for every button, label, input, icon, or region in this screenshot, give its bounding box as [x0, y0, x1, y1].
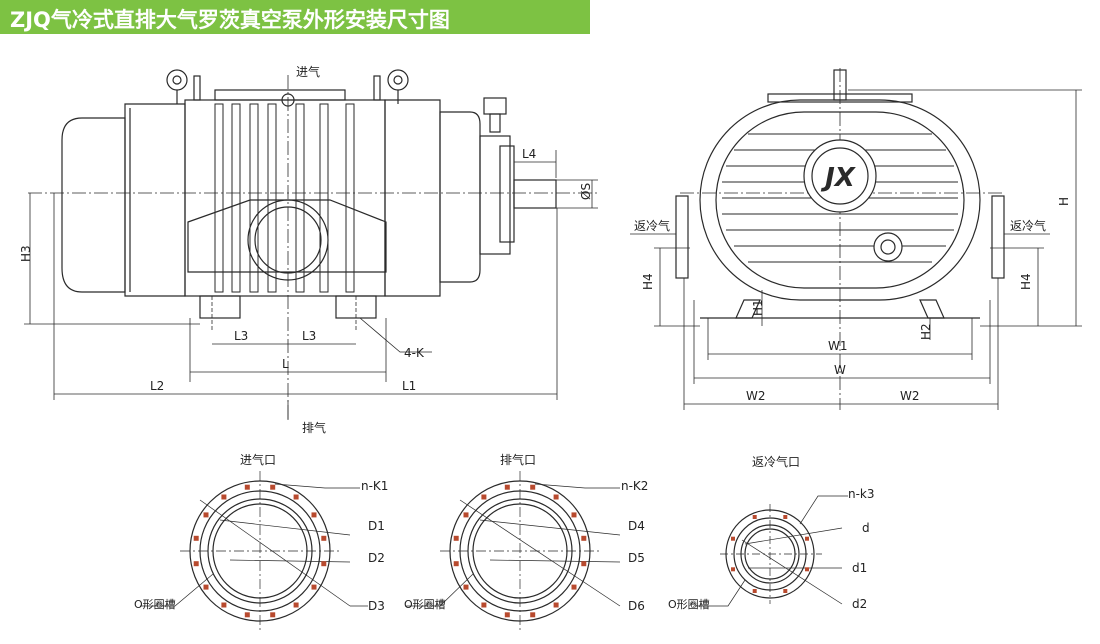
flange1-da-label: D1 — [368, 519, 385, 533]
bolt-4k-label: 4-K — [404, 346, 425, 360]
bolt-hole — [221, 602, 227, 608]
outlet-label: 排气 — [302, 420, 326, 435]
bolt-hole — [805, 536, 809, 541]
bolt-hole — [293, 602, 299, 608]
bolt-hole — [530, 484, 536, 490]
bolt-hole — [752, 515, 757, 519]
bolt-hole — [270, 484, 276, 490]
flange2-bolt-label: n-K2 — [621, 479, 648, 493]
flange1-bolt-label: n-K1 — [361, 479, 388, 493]
flange-return — [695, 495, 848, 607]
bolt-hole — [453, 561, 459, 567]
page-title: ZJQ气冷式直排大气罗茨真空泵外形安装尺寸图 — [10, 8, 450, 32]
bolt-hole — [581, 561, 587, 567]
bolt-hole — [270, 612, 276, 618]
bolt-hole — [463, 512, 469, 518]
end-view: JX — [630, 68, 1082, 410]
bolt-hole — [321, 561, 327, 567]
flange3-groove-label: O形圈槽 — [668, 598, 710, 611]
h4-right-label: H4 — [1019, 273, 1033, 290]
bolt-hole — [731, 567, 735, 572]
l3-right-label: L3 — [302, 329, 316, 343]
return-right-label: 返冷气 — [1010, 218, 1046, 233]
flange-outlet — [405, 471, 621, 631]
return-left-label: 返冷气 — [634, 218, 670, 233]
bolt-hole — [783, 589, 788, 593]
bolt-hole — [311, 584, 317, 590]
h3-label: H3 — [19, 245, 33, 262]
bolt-hole — [203, 584, 209, 590]
l1-label: L1 — [402, 379, 416, 393]
bolt-hole — [193, 535, 199, 541]
h4-left-label: H4 — [641, 273, 655, 290]
bolt-hole — [805, 567, 809, 572]
side-view — [24, 69, 600, 420]
flange3-db-label: d1 — [852, 561, 867, 575]
bolt-hole — [481, 602, 487, 608]
bolt-hole — [453, 535, 459, 541]
bolt-hole — [504, 484, 510, 490]
bolt-hole — [783, 515, 788, 519]
bolt-hole — [221, 494, 227, 500]
l4-label: L4 — [522, 147, 536, 161]
bolt-hole — [311, 512, 317, 518]
bolt-hole — [481, 494, 487, 500]
h2-label: H2 — [919, 323, 933, 340]
flange2-db-label: D5 — [628, 551, 645, 565]
flange1-groove-label: O形圈槽 — [134, 598, 176, 611]
w2-left-label: W2 — [746, 389, 766, 403]
bolt-holes — [193, 484, 809, 618]
bolt-hole — [752, 589, 757, 593]
h1-label: H1 — [751, 299, 765, 316]
h-label: H — [1057, 197, 1071, 206]
flange2-da-label: D4 — [628, 519, 645, 533]
bolt-hole — [553, 602, 559, 608]
l3-left-label: L3 — [234, 329, 248, 343]
bolt-hole — [244, 612, 250, 618]
flange-inlet — [140, 471, 368, 631]
title-bar: ZJQ气冷式直排大气罗茨真空泵外形安装尺寸图 — [0, 0, 590, 34]
l-label: L — [282, 357, 289, 371]
bolt-hole — [571, 512, 577, 518]
flange2-title: 排气口 — [500, 452, 536, 467]
flange2-groove-label: O形圈槽 — [404, 598, 446, 611]
w-label: W — [834, 363, 846, 377]
bolt-hole — [504, 612, 510, 618]
flange1-dc-label: D3 — [368, 599, 385, 613]
bolt-hole — [553, 494, 559, 500]
bolt-hole — [293, 494, 299, 500]
shaft-dia-label: ØS — [579, 183, 593, 200]
inlet-label: 进气 — [296, 64, 320, 79]
flange1-title: 进气口 — [240, 452, 276, 467]
flange2-dc-label: D6 — [628, 599, 645, 613]
w1-label: W1 — [828, 339, 848, 353]
logo-mark: JX — [820, 163, 857, 193]
flange1-db-label: D2 — [368, 551, 385, 565]
bolt-hole — [193, 561, 199, 567]
bolt-hole — [581, 535, 587, 541]
flange3-dc-label: d2 — [852, 597, 867, 611]
bolt-hole — [203, 512, 209, 518]
flange3-bolt-label: n-k3 — [848, 487, 875, 501]
bolt-hole — [731, 536, 735, 541]
w2-right-label: W2 — [900, 389, 920, 403]
bolt-hole — [530, 612, 536, 618]
flange3-da-label: d — [862, 521, 870, 535]
bolt-hole — [571, 584, 577, 590]
bolt-hole — [244, 484, 250, 490]
flange3-title: 返冷气口 — [752, 454, 800, 469]
bolt-hole — [463, 584, 469, 590]
l2-label: L2 — [150, 379, 164, 393]
bolt-hole — [321, 535, 327, 541]
